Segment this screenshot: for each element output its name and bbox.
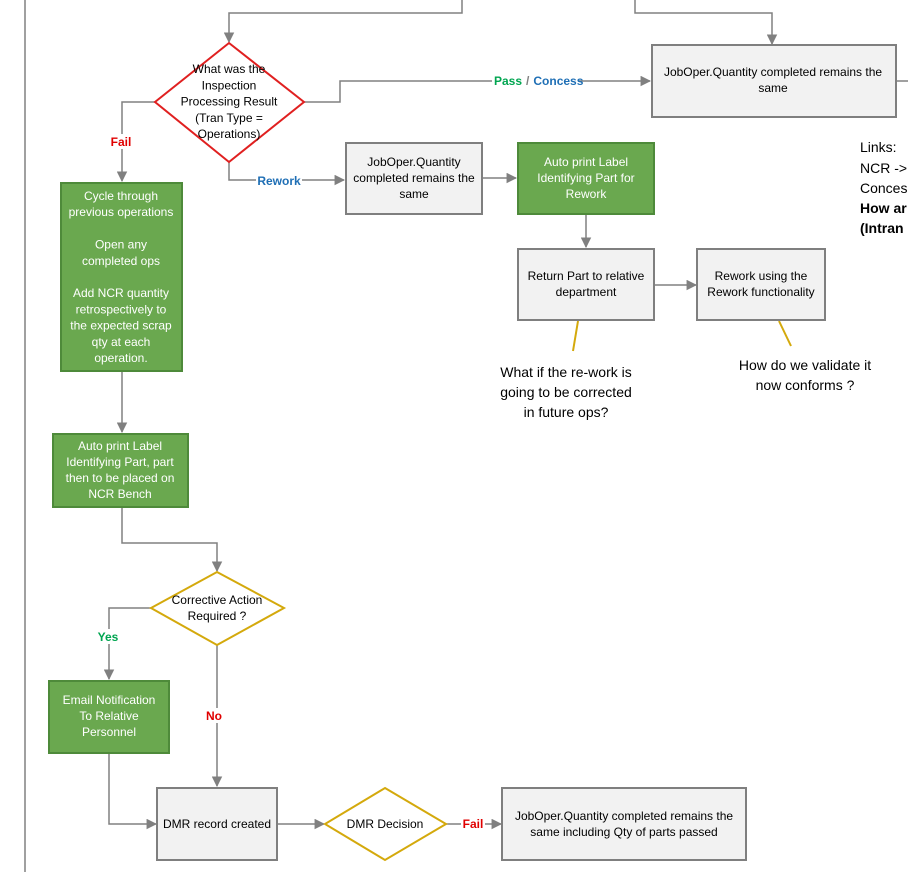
cycle-ops-box <box>60 182 183 372</box>
rework-qty-box <box>345 142 483 215</box>
edge-label-rework: Rework <box>257 174 301 188</box>
text-line: now conforms ? <box>756 377 855 393</box>
text-line: operation. <box>94 351 147 365</box>
text-line: NCR Bench <box>88 487 151 501</box>
text-line: going to be corrected <box>500 384 632 400</box>
text-line: Operations) <box>198 127 261 141</box>
text-line: Return Part to relative <box>528 269 645 283</box>
connector-fail <box>116 101 155 183</box>
connector-into-pass-result <box>634 0 778 46</box>
connector-yes <box>103 607 152 681</box>
edge-label-dmr-fail: Fail <box>463 817 484 831</box>
connector-into-inspection <box>223 0 463 44</box>
email-notification-box <box>48 680 170 754</box>
text-line: the expected scrap <box>70 319 172 333</box>
text-line: retrospectively to <box>76 302 167 316</box>
text-line: How do we validate it <box>739 357 871 373</box>
text-line: Corrective Action <box>172 593 263 607</box>
text-line: JobOper.Quantity <box>367 155 460 169</box>
return-part-box <box>517 248 655 321</box>
side-question-line1: How ar <box>860 200 907 216</box>
dmr-record-text: DMR record created <box>163 817 271 831</box>
text-line: JobOper.Quantity completed remains the <box>515 809 733 823</box>
text-line: same <box>399 187 429 201</box>
edge-label-no: No <box>206 709 222 723</box>
pass-result-text: JobOper.Quantity completed remains the sa… <box>664 65 882 95</box>
side-link-concess[interactable]: Conces <box>860 180 907 196</box>
text-line: Personnel <box>82 725 136 739</box>
rework-label-box <box>517 142 655 215</box>
text-line: same <box>758 81 788 95</box>
text-line: in future ops? <box>524 404 609 420</box>
note-pointer-validate <box>778 320 792 347</box>
text-line: (Tran Type = <box>195 111 263 125</box>
edge-label-yes: Yes <box>98 630 119 644</box>
dmr-fail-result-box <box>501 787 747 861</box>
connector-ncr-to-corrective <box>121 507 223 573</box>
text-line: Auto print Label <box>78 439 162 453</box>
connector-rework <box>228 162 346 186</box>
text-line: previous operations <box>69 205 174 219</box>
corrective-decision-diamond <box>148 570 287 647</box>
dmr-record-box <box>156 787 278 861</box>
text-line: What was the <box>193 62 266 76</box>
text-line: Open any <box>95 238 147 252</box>
text-line: Cycle through <box>84 189 158 203</box>
connector-email-to-dmr <box>108 753 158 830</box>
rework-qty-text: JobOper.Quantity completed remains the sam… <box>353 155 475 201</box>
text-line: Rework using the <box>715 269 808 283</box>
note-rework-future: What if the re-work is going to be correc… <box>500 364 632 420</box>
text-line: JobOper.Quantity completed remains the <box>664 65 882 79</box>
text-line: same including Qty of parts passed <box>530 825 717 839</box>
inspection-decision-diamond <box>153 41 306 164</box>
ncr-label-box <box>52 433 189 508</box>
text-line: Rework functionality <box>707 285 814 299</box>
dmr-decision-diamond <box>323 786 448 862</box>
side-links-title: Links: <box>860 139 897 155</box>
text-line: To Relative <box>79 709 139 723</box>
text-line: completed remains the <box>353 171 475 185</box>
text-line: department <box>556 285 617 299</box>
text-line: Processing Result <box>181 95 278 109</box>
text-line: Add NCR quantity <box>73 286 169 300</box>
return-part-text: Return Part to relative department <box>528 269 645 299</box>
side-link-ncr[interactable]: NCR -> <box>860 160 907 176</box>
text-line: Identifying Part, part <box>66 455 174 469</box>
note-pointer-rework <box>572 320 579 352</box>
text-line: Inspection <box>202 78 257 92</box>
text-line: Required ? <box>188 609 247 623</box>
dmr-fail-result-text: JobOper.Quantity completed remains the sa… <box>515 809 733 839</box>
text-line: DMR Decision <box>347 817 424 831</box>
edge-label-fail: Fail <box>111 135 132 149</box>
text-line: Rework <box>566 187 608 201</box>
connector-pass-concess <box>304 75 652 103</box>
dmr-decision-text: DMR Decision <box>347 817 424 831</box>
rework-function-box <box>696 248 826 321</box>
note-validate: How do we validate it now conforms ? <box>739 357 871 393</box>
text-line: What if the re-work is <box>500 364 631 380</box>
text-line: completed ops <box>82 254 160 268</box>
text-line: then to be placed on <box>66 471 175 485</box>
pass-result-box <box>651 44 897 118</box>
text-line: Email Notification <box>63 693 156 707</box>
text-line: qty at each <box>92 335 151 349</box>
edge-label-pass-concess: Pass/Concess <box>494 74 584 88</box>
text-line: Auto print Label <box>544 155 628 169</box>
text-line: Identifying Part for <box>537 171 634 185</box>
text-line: DMR record created <box>163 817 271 831</box>
side-question-line2: (Intran <box>860 220 904 236</box>
